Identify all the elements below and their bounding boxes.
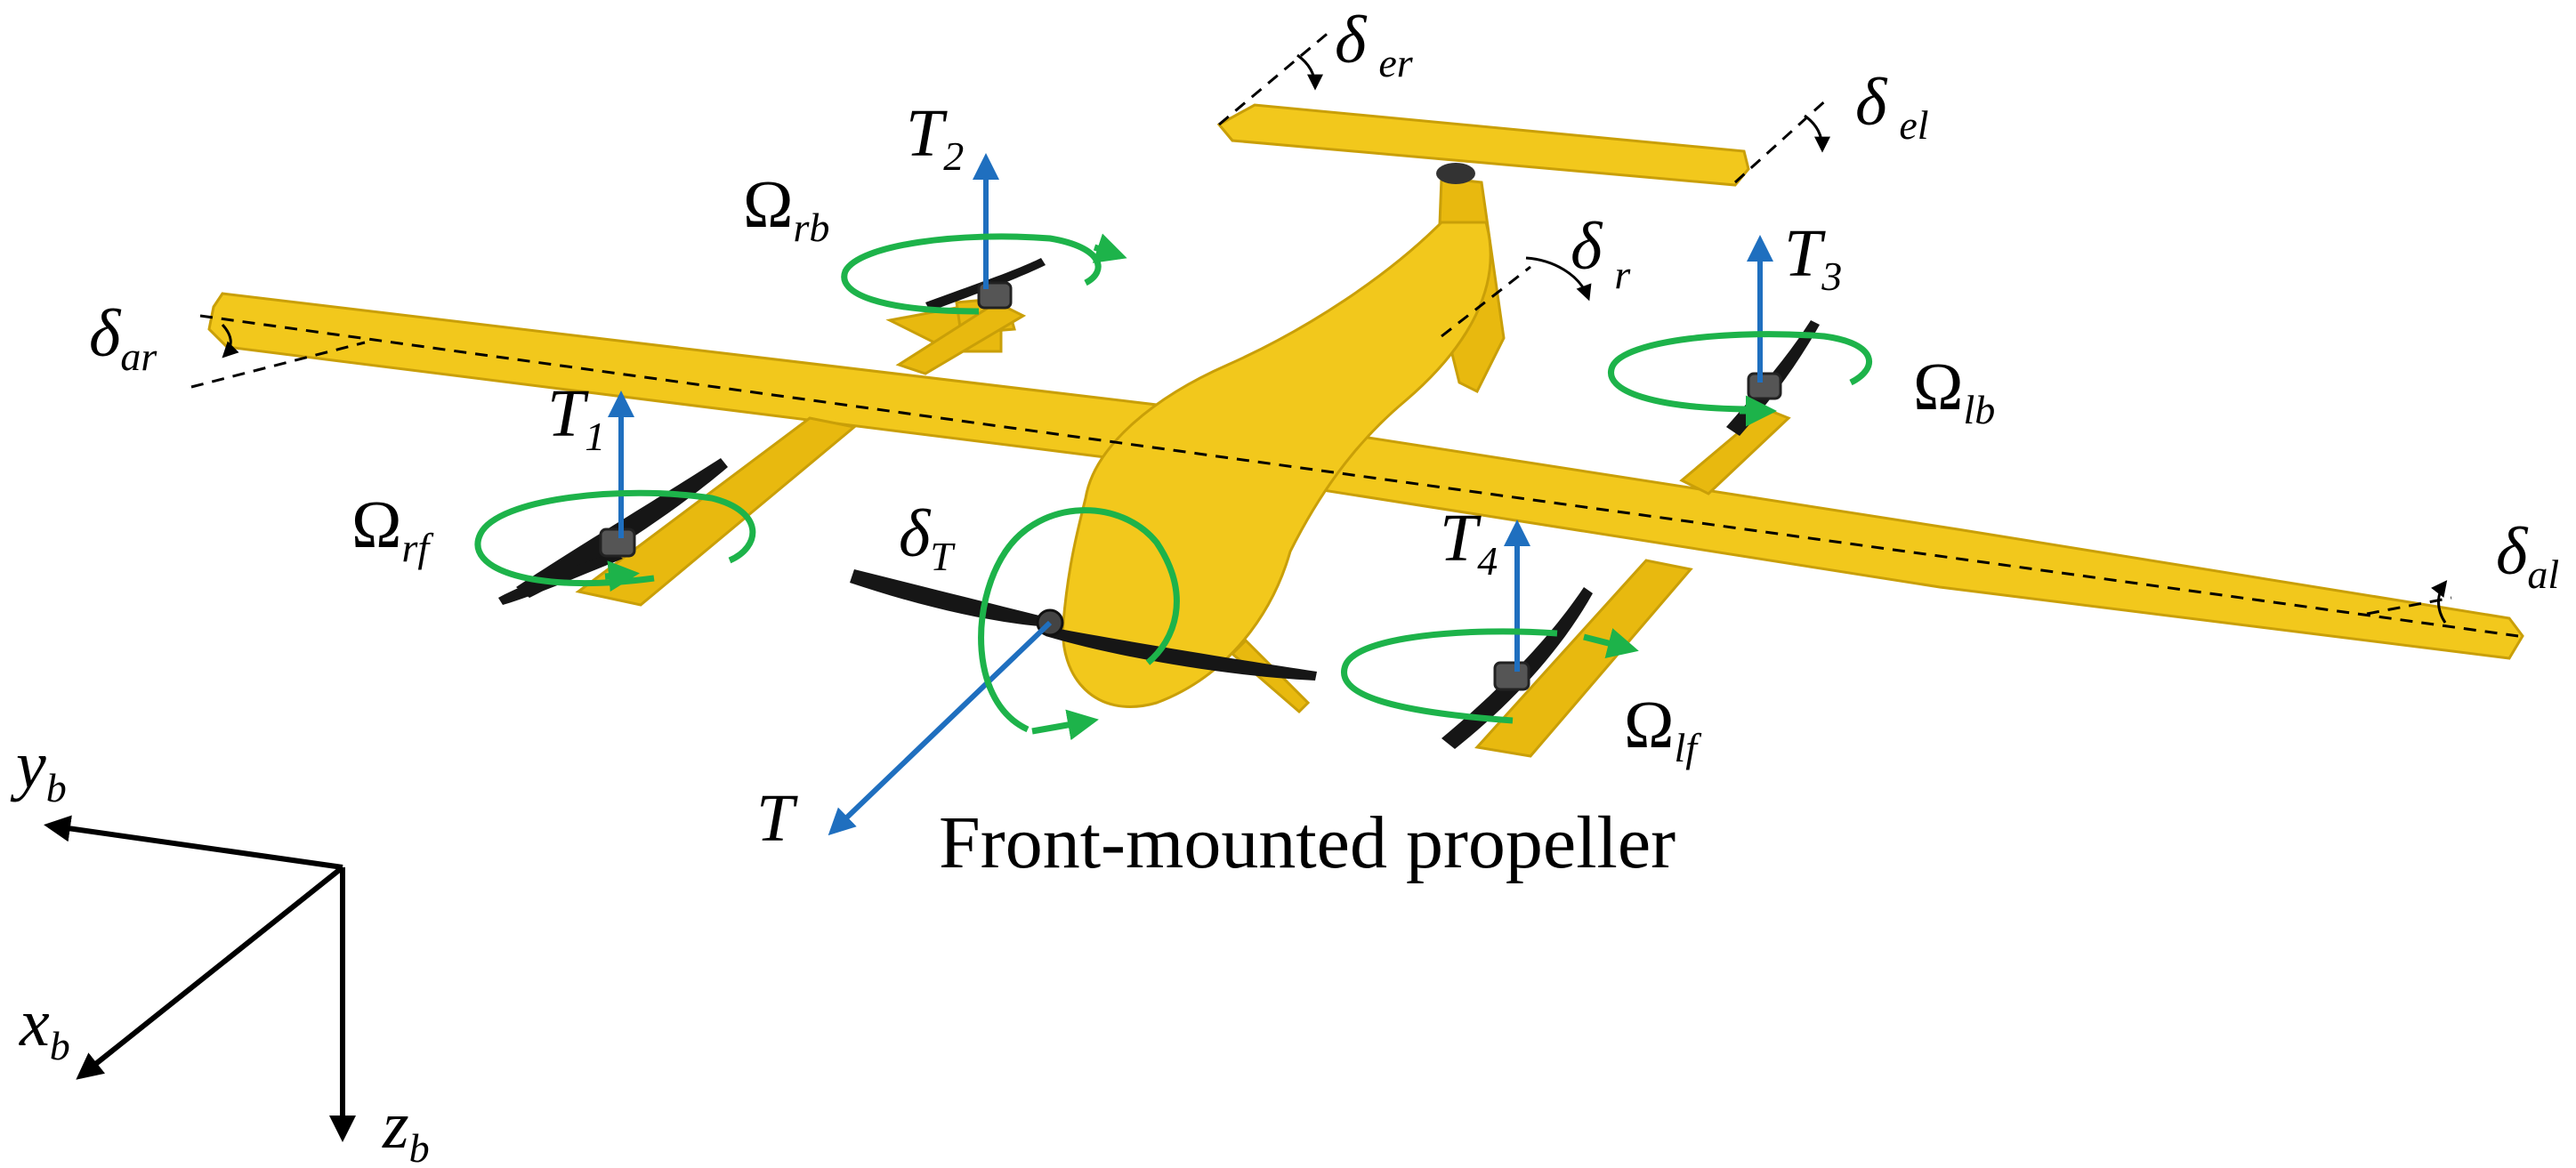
rotation-arrow-lf-ring (1341, 628, 1558, 724)
axis-y-arrow (44, 815, 343, 870)
label-axis-x: xb (19, 986, 70, 1068)
boom-rb (895, 301, 1027, 375)
deflection-arc-r (1525, 256, 1592, 302)
thrust-arrow-T (828, 620, 1053, 836)
deflection-arc-ar (221, 323, 239, 358)
motor-lf (1493, 661, 1530, 691)
label-axis-z: zb (382, 1088, 430, 1168)
rotation-arrow-front-head (1031, 709, 1099, 741)
label-delta-al: δal (2496, 514, 2559, 597)
rudder-line (1441, 265, 1531, 338)
label-T2: T2 (906, 96, 964, 179)
fuselage (1062, 221, 1492, 708)
body-axes (44, 815, 356, 1142)
rotation-arrow-lb-ring (1608, 331, 1873, 413)
rotation-arrow-rb-head (1092, 233, 1127, 263)
label-T3: T3 (1784, 216, 1842, 299)
label-omega-lb: Ωlb (1913, 350, 1995, 432)
motor-lb (1747, 372, 1782, 400)
label-omega-lf: Ωlf (1624, 688, 1702, 770)
label-axis-y: yb (10, 728, 67, 810)
labels: T1 T2 T3 T4 T Ωrf Ωrb Ωlb Ωlf δT δar δal… (10, 3, 2559, 1168)
rotation-arrow-front-ring (978, 507, 1180, 733)
horizontal-stabilizer (1216, 103, 1750, 187)
wing-chord-line (199, 314, 2519, 638)
axis-x-arrow (76, 865, 344, 1080)
label-delta-ar: δar (89, 296, 157, 379)
label-T4: T4 (1440, 501, 1498, 584)
boom-lf (1474, 559, 1693, 758)
deflection-arc-al (2431, 580, 2448, 624)
rotation-arrow-rf-ring (474, 489, 756, 587)
caption-front-mounted-propeller: Front-mounted propeller (939, 801, 1676, 884)
boom-rf (575, 416, 858, 607)
label-delta-T: δT (899, 496, 956, 579)
propeller-lf (1441, 587, 1593, 749)
thrust-arrows (608, 153, 1773, 836)
rotation-arrow-rb-ring (841, 233, 1102, 315)
label-T1: T1 (547, 376, 605, 459)
motor-rf (599, 528, 636, 558)
deflection-arc-er (1296, 53, 1323, 91)
rotation-arrows (474, 233, 1873, 741)
rotation-arrow-lf-head (1583, 628, 1639, 659)
rotation-arrow-rf-head (604, 560, 640, 592)
deflection-arcs (221, 53, 2448, 624)
label-T: T (756, 781, 798, 856)
label-omega-rf: Ωrf (351, 487, 434, 570)
aileron-ar-line (190, 341, 366, 389)
elevator-er-line (1218, 29, 1331, 126)
tail-hub (1436, 163, 1475, 184)
propeller-front (850, 569, 1050, 627)
deflection-arc-el (1804, 114, 1830, 153)
label-omega-rb: Ωrb (743, 167, 829, 250)
